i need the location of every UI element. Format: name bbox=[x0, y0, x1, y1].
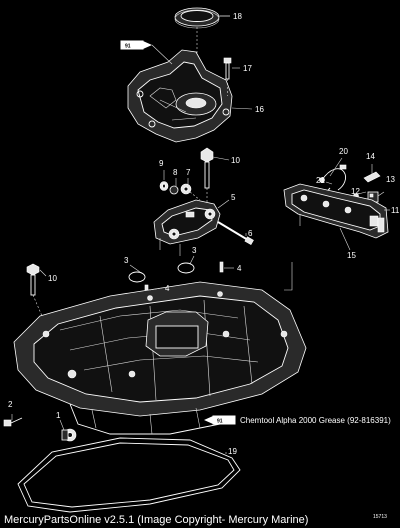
seal-ring-part bbox=[174, 7, 230, 29]
dowel-pin-right-part bbox=[219, 261, 224, 273]
grease-badge-bottom-text: 91 bbox=[217, 419, 223, 425]
callout-17: 13 bbox=[386, 175, 395, 184]
callout-13: 18 bbox=[233, 12, 242, 21]
callout-7: 7 bbox=[186, 168, 191, 177]
leader-lines bbox=[11, 15, 390, 454]
callout-2: 2 bbox=[8, 400, 13, 409]
callout-20: 20 bbox=[339, 147, 348, 156]
callout-16: 12 bbox=[351, 187, 360, 196]
callout-12: 17 bbox=[243, 64, 252, 73]
long-bolt-part bbox=[217, 221, 254, 246]
callout-3-right: 3 bbox=[192, 246, 197, 255]
o-ring-right-part bbox=[177, 262, 195, 274]
callout-11: 16 bbox=[255, 105, 264, 114]
callout-5: 5 bbox=[231, 193, 236, 202]
callout-10-upper: 10 bbox=[231, 156, 240, 165]
corner-code: 15713 bbox=[373, 514, 387, 520]
grease-badge-bottom: 91 bbox=[204, 415, 236, 425]
pivot-bracket-part bbox=[153, 199, 221, 256]
callout-3-left: 3 bbox=[124, 256, 129, 265]
grease-badge-top: 91 bbox=[120, 40, 173, 65]
cover-housing-part bbox=[127, 49, 233, 143]
mounting-plate-part bbox=[283, 183, 389, 239]
callout-15: 11 bbox=[391, 206, 400, 215]
grease-badge-top-text: 91 bbox=[125, 44, 131, 50]
drain-screw-part bbox=[3, 417, 23, 427]
o-ring-left-part bbox=[128, 271, 146, 283]
callout-14: 15 bbox=[347, 251, 356, 260]
base-bolt-part bbox=[26, 263, 43, 317]
callout-8: 8 bbox=[173, 168, 178, 177]
grease-note-text: Chemtool Alpha 2000 Grease (92-816391) bbox=[240, 416, 391, 425]
plate-leader-line bbox=[284, 262, 293, 291]
callout-4-left: 4 bbox=[165, 284, 170, 293]
base-tray-part bbox=[13, 281, 307, 435]
grommet-bolt-part bbox=[200, 147, 214, 204]
washer-stack-part bbox=[159, 181, 201, 201]
callout-labels: 18 17 16 10 9 8 7 5 6 3 3 4 4 10 20 14 2… bbox=[8, 12, 400, 456]
callout-4-right: 4 bbox=[237, 264, 242, 273]
callout-6: 6 bbox=[248, 229, 253, 238]
callout-19: 19 bbox=[228, 447, 237, 456]
callout-21: 21 bbox=[316, 176, 325, 185]
plug-part bbox=[61, 428, 77, 442]
cover-bolt-part bbox=[223, 57, 232, 96]
footer-caption: MercuryPartsOnline v2.5.1 (Image Copyrig… bbox=[4, 514, 308, 526]
gasket-part bbox=[17, 437, 241, 513]
callout-1: 1 bbox=[56, 411, 61, 420]
callout-9: 9 bbox=[159, 159, 164, 168]
callout-10-lower: 10 bbox=[48, 274, 57, 283]
callout-18: 14 bbox=[366, 152, 375, 161]
